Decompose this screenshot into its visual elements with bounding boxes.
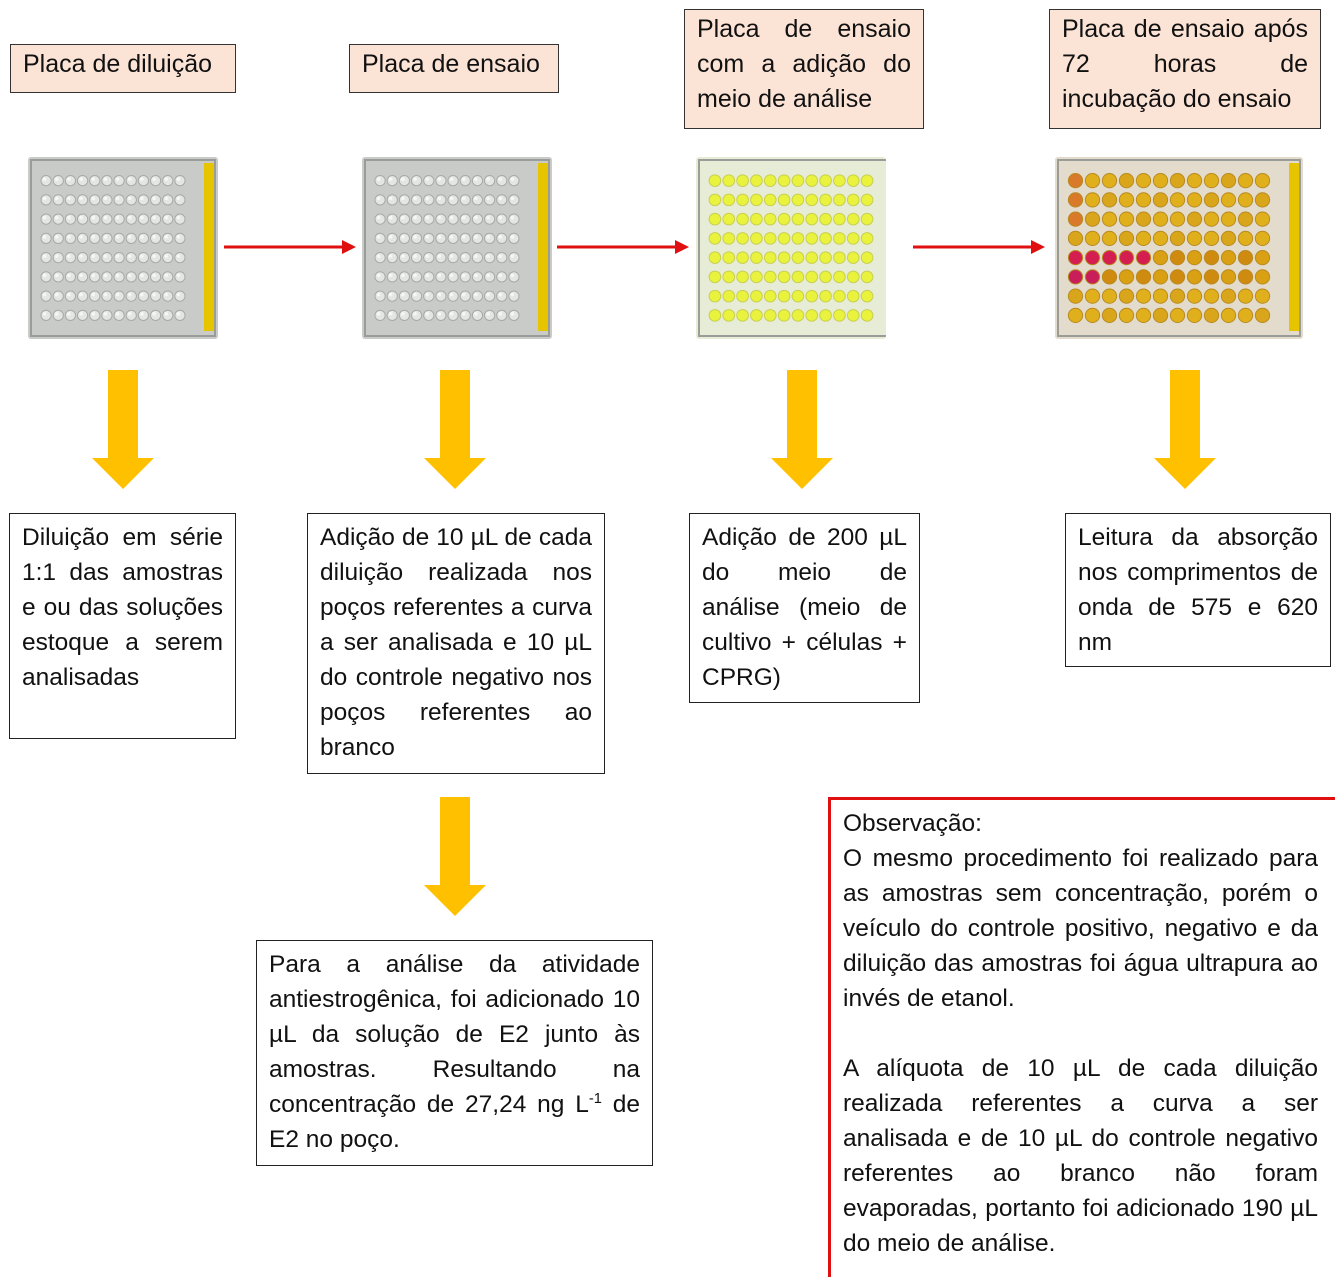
- observation-paragraph-2: A alíquota de 10 µL de cada diluição rea…: [843, 1055, 1318, 1257]
- plate-assay-medium-image: [696, 157, 886, 339]
- plate-incubated-image: [1055, 157, 1303, 339]
- down-arrow-3: [771, 370, 833, 489]
- flow-arrow-3: [913, 240, 1045, 254]
- observation-heading: Observação:: [843, 810, 982, 837]
- observation-box: Observação: O mesmo procedimento foi rea…: [828, 797, 1335, 1277]
- flow-arrow-2: [557, 240, 689, 254]
- antiestrogenic-note: Para a análise da atividade antiestrogên…: [256, 940, 653, 1166]
- down-arrow-5: [424, 797, 486, 916]
- plate-dilution-image: [28, 157, 218, 339]
- step-3-title: Placa de ensaio com a adição do meio de …: [684, 9, 924, 129]
- unit-superscript: -1: [588, 1090, 602, 1107]
- step-1-description: Diluição em série 1:1 das amostras e ou …: [9, 513, 236, 739]
- step-1-title: Placa de diluição: [10, 44, 236, 93]
- step-4-title: Placa de ensaio após 72 horas de incubaç…: [1049, 9, 1321, 129]
- observation-paragraph-1: O mesmo procedimento foi realizado para …: [843, 845, 1318, 1012]
- down-arrow-1: [92, 370, 154, 489]
- step-2-title: Placa de ensaio: [349, 44, 559, 93]
- step-4-description: Leitura da absorção nos comprimentos de …: [1065, 513, 1331, 667]
- down-arrow-4: [1154, 370, 1216, 489]
- flow-arrow-1: [224, 240, 356, 254]
- plate-assay-image: [362, 157, 552, 339]
- step-2-description: Adição de 10 µL de cada diluição realiza…: [307, 513, 605, 774]
- antiestrogenic-note-text: Para a análise da atividade antiestrogên…: [269, 951, 640, 1118]
- down-arrow-2: [424, 370, 486, 489]
- step-3-description: Adição de 200 µL do meio de análise (mei…: [689, 513, 920, 703]
- antiestrogenic-note-tail: de E2 no poço.: [269, 1091, 641, 1153]
